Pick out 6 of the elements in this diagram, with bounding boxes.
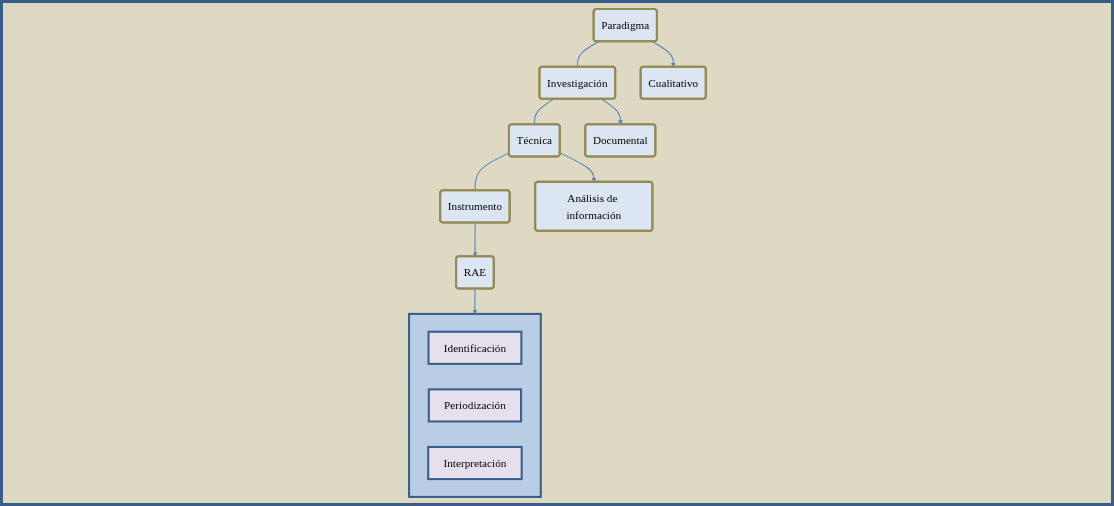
cluster bbox=[407, 312, 542, 498]
node-box: Interpretación bbox=[426, 445, 523, 481]
node-box: Periodización bbox=[427, 388, 522, 423]
arrow bbox=[600, 98, 623, 125]
node-box: Identificación bbox=[427, 330, 522, 365]
arrow bbox=[472, 222, 477, 257]
